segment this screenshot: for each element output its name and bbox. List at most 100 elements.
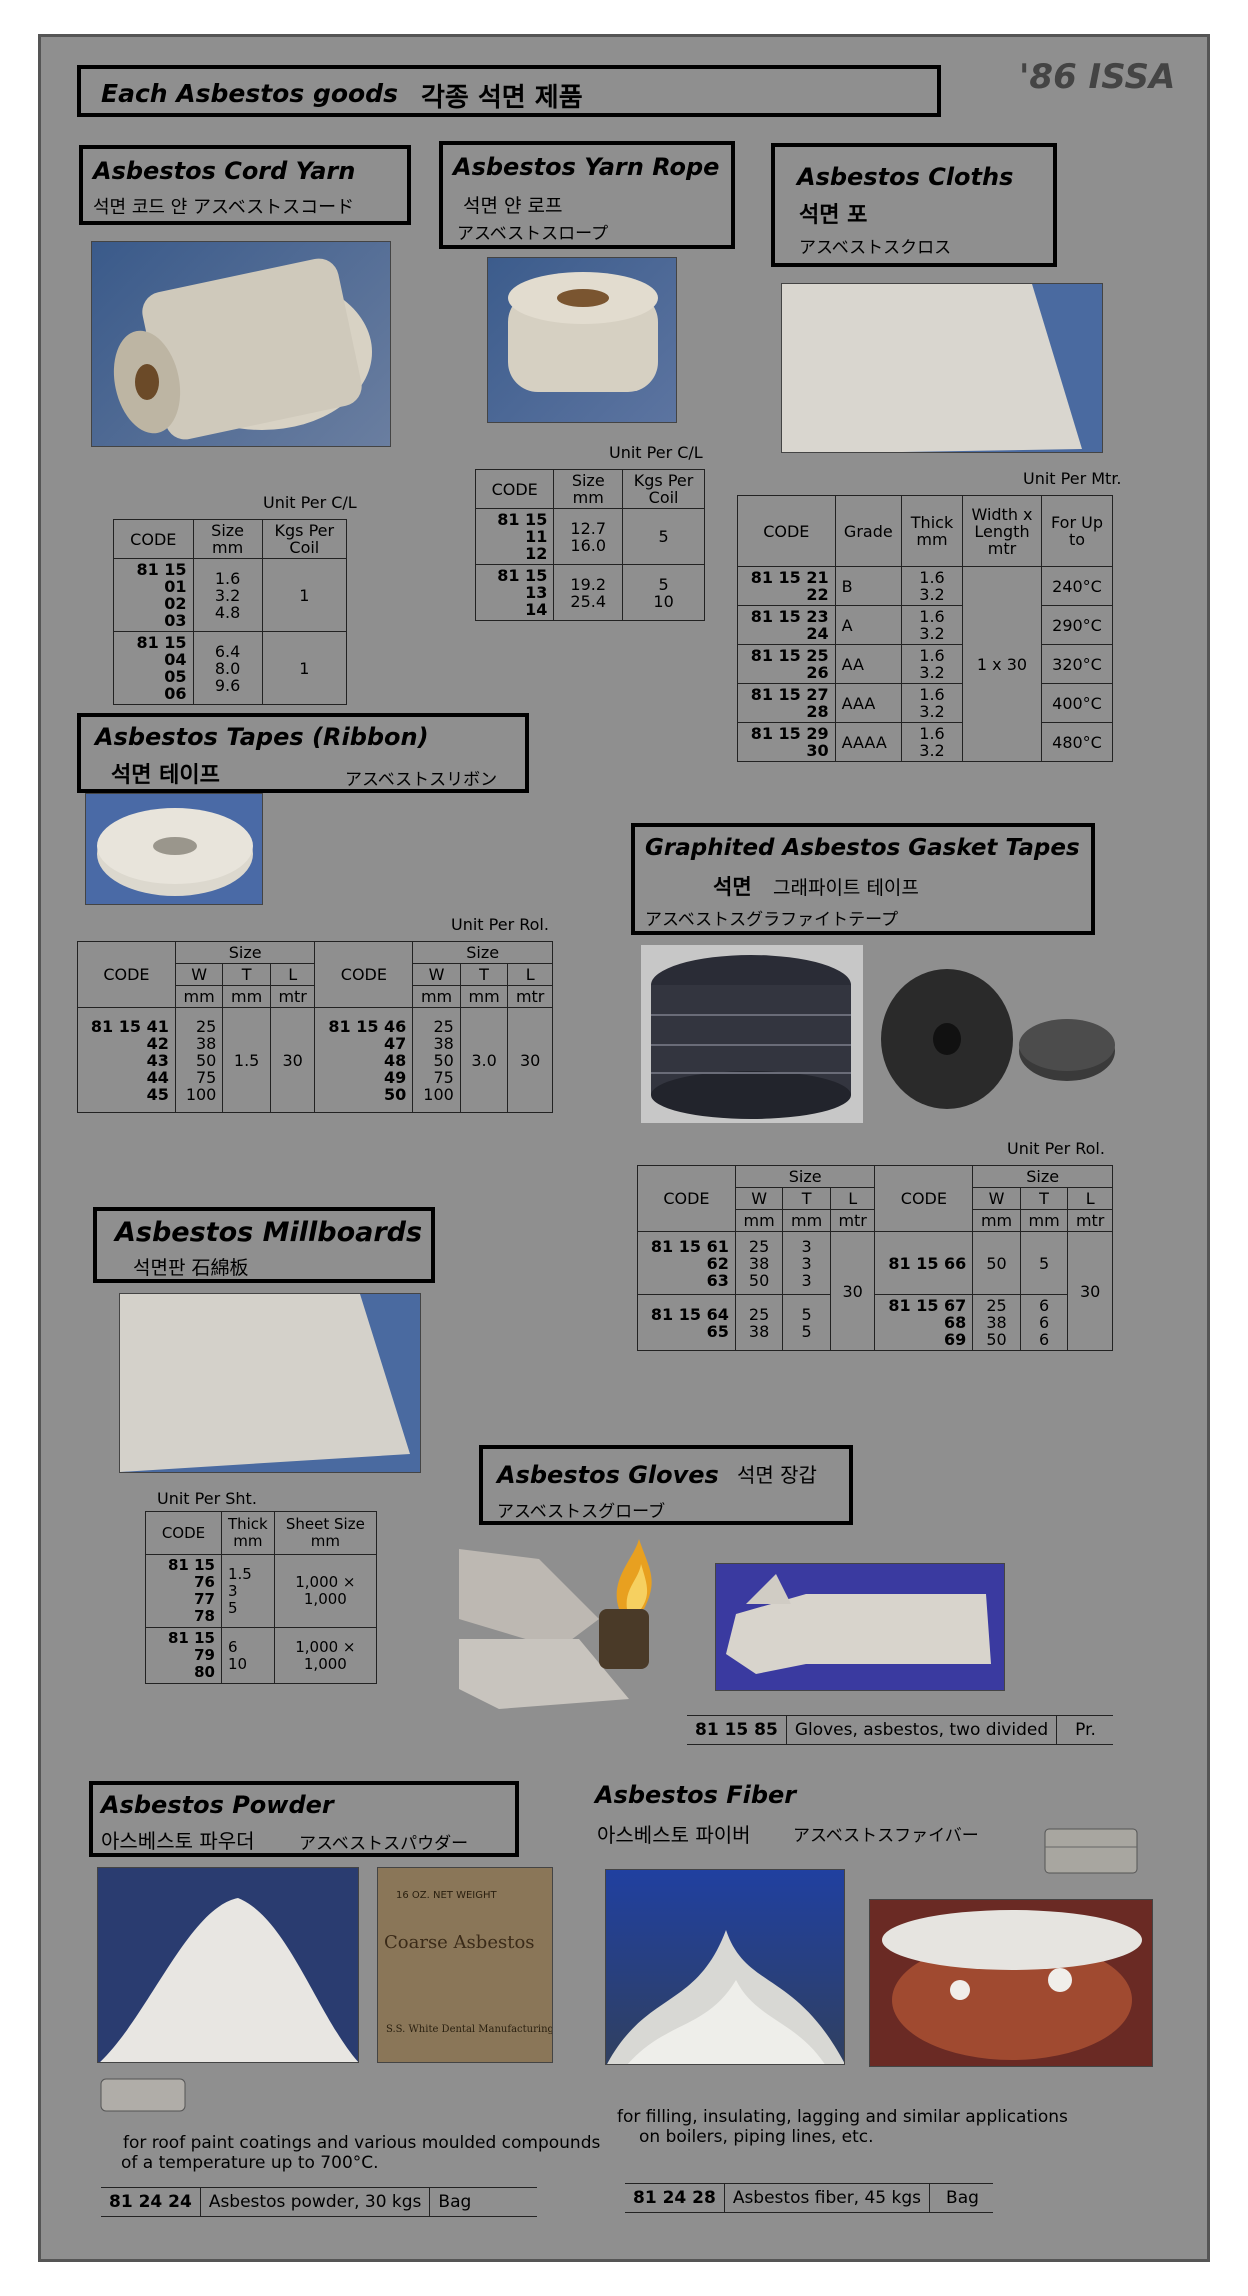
- fiber-unit: Bag: [929, 2184, 987, 2212]
- yarn-rope-title: Asbestos Yarn Rope: [453, 153, 720, 181]
- powder-note-2: of a temperature up to 700°C.: [121, 2153, 379, 2173]
- col-code: CODE: [474, 469, 555, 509]
- fiber-desc: Asbestos fiber, 45 kgs: [723, 2184, 929, 2212]
- gloves-title-box: Asbestos Gloves 석면 장갑 アスベストスグローブ: [479, 1445, 853, 1525]
- gloves-sub-jp: アスベストスグローブ: [497, 1502, 666, 1522]
- cloths-photo: [781, 283, 1103, 453]
- gloves-unit: Pr.: [1056, 1716, 1104, 1744]
- year-brand: '86 ISSA: [1019, 57, 1176, 97]
- tapes-photo: [85, 793, 263, 905]
- header-title-box: Each Asbestos goods 각종 석면 제품: [77, 65, 941, 117]
- tapes-sub-kr: 석면 테이프: [111, 763, 220, 788]
- col-code: CODE: [145, 1511, 222, 1555]
- powder-photo: [97, 1867, 359, 2063]
- powder-sub-kr: 아스베스토 파우더: [101, 1829, 255, 1853]
- powder-title: Asbestos Powder: [101, 1791, 334, 1819]
- col-code-2: CODE: [874, 1165, 974, 1232]
- col-code-2: CODE: [314, 941, 414, 1008]
- fiber-title: Asbestos Fiber: [595, 1781, 797, 1809]
- col-temp: For Up to: [1041, 495, 1113, 567]
- powder-pile-image: [99, 1898, 358, 2062]
- gasket-photo-coil: [641, 945, 863, 1123]
- gasket-title-box: Graphited Asbestos Gasket Tapes 석면 그래파이트…: [631, 823, 1095, 935]
- fiber-hands-photo: [869, 1899, 1153, 2067]
- cloths-title-box: Asbestos Cloths 석면 포 アスベストスクロス: [771, 143, 1057, 267]
- yarn-rope-unit: Unit Per C/L: [609, 443, 703, 462]
- col-size: Size mm: [192, 519, 263, 559]
- bale-icon: [1044, 1828, 1138, 1874]
- gasket-title: Graphited Asbestos Gasket Tapes: [645, 835, 1080, 861]
- cloths-table: CODE Grade Thick mm Width x Length mtr F…: [737, 495, 1113, 762]
- gasket-coil-image: [651, 955, 851, 1119]
- gloves-title: Asbestos Gloves: [497, 1461, 719, 1489]
- header-title-kr: 각종 석면 제품: [421, 83, 583, 113]
- tapes-title-box: Asbestos Tapes (Ribbon) 석면 테이프 アスベストスリボン: [77, 713, 529, 793]
- tapes-sub-jp: アスベストスリボン: [345, 770, 498, 790]
- col-size: Size: [734, 1165, 876, 1188]
- powder-unit: Bag: [429, 2188, 479, 2216]
- gasket-unit: Unit Per Rol.: [1007, 1139, 1105, 1158]
- catalog-page: Each Asbestos goods 각종 석면 제품 '86 ISSA As…: [38, 34, 1210, 2262]
- powder-title-box: Asbestos Powder 아스베스토 파우더 アスベストスパウダー: [89, 1781, 519, 1857]
- tape-roll-image: [97, 808, 253, 896]
- gloves-fire-image: [459, 1539, 652, 1709]
- powder-note-1: for roof paint coatings and various moul…: [123, 2133, 601, 2153]
- powder-desc: Asbestos powder, 30 kgs: [199, 2188, 430, 2216]
- cloths-title: Asbestos Cloths: [797, 163, 1014, 191]
- yarn-spool-image: [113, 258, 372, 440]
- col-size-2: Size: [412, 941, 553, 964]
- cord-yarn-unit: Unit Per C/L: [263, 493, 357, 512]
- col-size-2: Size: [972, 1165, 1113, 1188]
- cloth-sheet-image: [782, 284, 1082, 452]
- gasket-sub-kr: 그래파이트 테이프: [773, 877, 919, 899]
- col-code: CODE: [637, 1165, 736, 1232]
- gloves-code: 81 15 85: [695, 1720, 778, 1740]
- millboards-unit: Unit Per Sht.: [157, 1489, 257, 1508]
- cloths-unit: Unit Per Mtr.: [1023, 469, 1122, 488]
- millboards-title-box: Asbestos Millboards 석면판 石綿板: [93, 1207, 435, 1283]
- powder-bag-icon: [99, 2075, 187, 2115]
- col-dims: Width x Length mtr: [962, 495, 1042, 567]
- fiber-hands-image: [882, 1910, 1142, 2060]
- fiber-sub-jp: アスベストスファイバー: [793, 1826, 979, 1846]
- gloves-desc: Gloves, asbestos, two divided: [785, 1716, 1056, 1744]
- gasket-sub-kr-bold: 석면: [713, 875, 752, 899]
- fiber-code: 81 24 28: [633, 2188, 716, 2208]
- bag-label-top: 16 OZ. NET WEIGHT: [396, 1890, 497, 1901]
- millboards-title: Asbestos Millboards: [115, 1217, 423, 1248]
- powder-sub-jp: アスベストスパウダー: [299, 1834, 469, 1854]
- yarn-rope-title-box: Asbestos Yarn Rope 석면 얀 로프 アスベストスロープ: [439, 141, 735, 249]
- fiber-sub-kr: 아스베스토 파이버: [597, 1823, 751, 1847]
- fiber-tuft-image: [607, 1930, 844, 2064]
- millboards-photo: [119, 1293, 421, 1473]
- fiber-photo: [605, 1869, 845, 2065]
- col-code: CODE: [113, 519, 194, 559]
- col-kgs: Kgs Per Coil: [261, 519, 348, 559]
- gloves-photo: [715, 1563, 1005, 1691]
- powder-code: 81 24 24: [109, 2192, 192, 2212]
- yarn-rope-photo: [487, 257, 677, 423]
- gloves-photo-fire: [459, 1539, 687, 1709]
- col-code: CODE: [77, 941, 176, 1008]
- fiber-note-2: on boilers, piping lines, etc.: [639, 2127, 874, 2147]
- col-size: Size: [174, 941, 316, 964]
- gasket-photo-rolls: [877, 965, 1117, 1113]
- col-grade: Grade: [834, 495, 903, 567]
- millboard-sheet-image: [120, 1294, 410, 1472]
- gasket-sub-jp: アスベストスグラファイトテープ: [645, 910, 899, 930]
